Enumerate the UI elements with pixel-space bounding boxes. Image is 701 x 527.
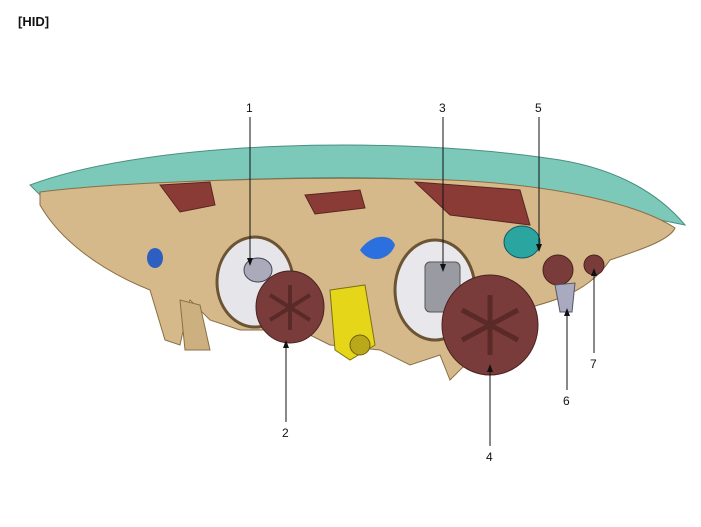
high-beam-dust-cap: [441, 274, 539, 376]
mounting-bracket: [413, 181, 531, 226]
callout-label: 1: [246, 101, 253, 115]
callout-3: 3: [439, 101, 446, 272]
callout-2: 2: [282, 340, 289, 440]
mounting-bracket: [304, 189, 366, 215]
callout-4: 4: [486, 364, 493, 464]
callout-label: 4: [486, 450, 493, 464]
callout-5: 5: [535, 101, 542, 252]
low-beam-dust-cap: [255, 270, 325, 344]
bulb: [554, 282, 576, 313]
callout-7: 7: [590, 268, 597, 371]
blue-cap: [360, 236, 395, 260]
diagram-title: [HID]: [18, 14, 50, 29]
callout-label: 2: [282, 426, 289, 440]
callout-label: 3: [439, 101, 446, 115]
low-beam-bulb: [243, 257, 273, 283]
actuator-gear: [349, 334, 371, 356]
callout-6: 6: [563, 308, 570, 408]
callout-label: 7: [590, 357, 597, 371]
housing-foot: [179, 299, 211, 351]
callout-1: 1: [246, 101, 253, 266]
blue-port: [147, 248, 163, 268]
turn-signal-bulb: [503, 225, 541, 259]
mounting-bracket: [159, 181, 216, 213]
callout-label: 6: [563, 394, 570, 408]
callout-label: 5: [535, 101, 542, 115]
socket: [542, 254, 574, 286]
